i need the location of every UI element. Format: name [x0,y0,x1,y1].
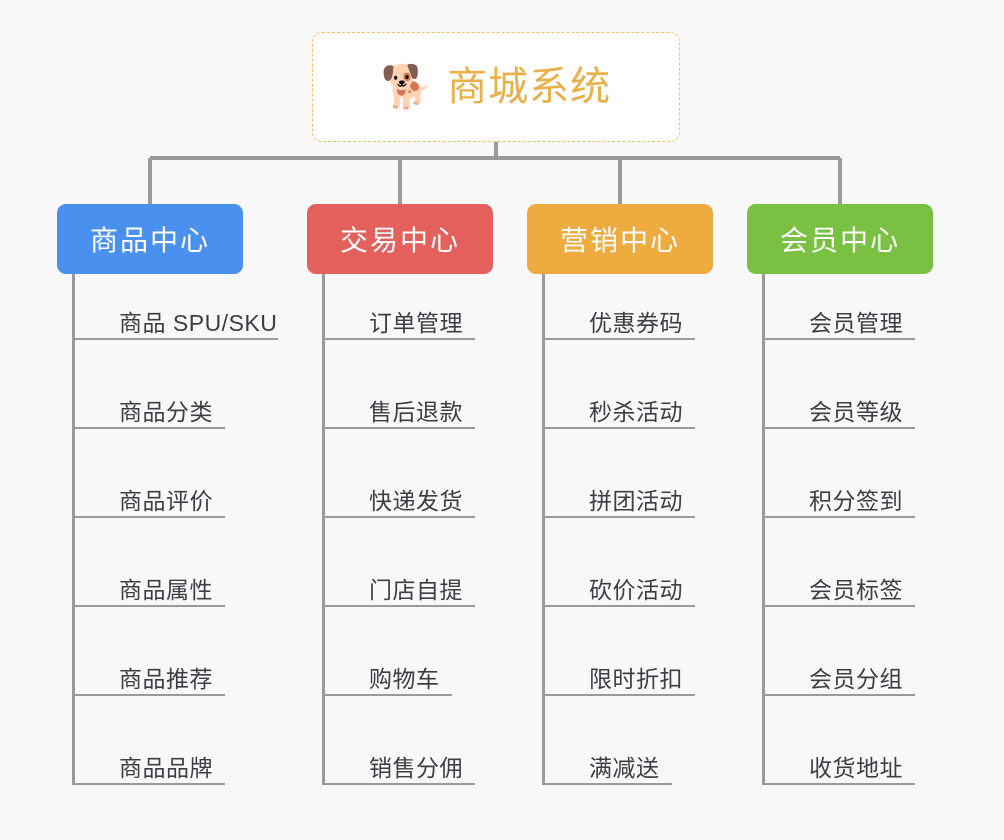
leaf-item-label: 拼团活动 [589,487,683,514]
leaf-item[interactable]: 优惠券码 [542,304,695,340]
leaf-item-label: 满减送 [589,754,660,781]
leaf-item[interactable]: 商品品牌 [72,749,225,785]
leaf-item-label: 售后退款 [369,398,463,425]
branch-header-member-center[interactable]: 会员中心 [747,204,933,274]
root-title: 商城系统 [447,65,612,109]
leaf-item-label: 商品推荐 [119,665,213,692]
leaf-item-label: 会员分组 [809,665,903,692]
leaf-item-label: 门店自提 [369,576,463,603]
leaf-item[interactable]: 订单管理 [322,304,475,340]
leaf-item-label: 快递发货 [369,487,463,514]
leaf-item-label: 秒杀活动 [589,398,683,425]
root-node[interactable]: 🐕 商城系统 [312,32,680,142]
leaf-item-label: 商品品牌 [119,754,213,781]
leaf-item[interactable]: 商品 SPU/SKU [72,304,278,340]
leaf-item[interactable]: 收货地址 [762,749,915,785]
leaf-item-label: 商品 SPU/SKU [119,309,278,336]
leaf-item[interactable]: 商品推荐 [72,660,225,696]
leaf-item[interactable]: 商品分类 [72,393,225,429]
leaf-item-label: 积分签到 [809,487,903,514]
leaf-item[interactable]: 销售分佣 [322,749,475,785]
leaf-item[interactable]: 购物车 [322,660,452,696]
leaf-item-label: 商品分类 [119,398,213,425]
leaf-item-label: 优惠券码 [589,309,683,336]
branch-product-center: 商品中心商品 SPU/SKU 商品分类商品评价商品属性商品推荐商品品牌 [57,204,278,785]
leaf-item[interactable]: 砍价活动 [542,571,695,607]
leaf-item[interactable]: 门店自提 [322,571,475,607]
leaf-item[interactable]: 积分签到 [762,482,915,518]
branch-header-label: 营销中心 [559,225,680,256]
shiba-dog-face-icon: 🐕 [380,63,434,110]
branch-spine-marketing-center [542,274,545,785]
leaf-item-label: 收货地址 [809,754,903,781]
leaf-item[interactable]: 售后退款 [322,393,475,429]
leaf-item[interactable]: 商品评价 [72,482,225,518]
leaf-item-label: 砍价活动 [589,576,683,603]
branch-spine-trade-center [322,274,325,785]
leaf-item[interactable]: 会员标签 [762,571,915,607]
branch-spine-product-center [72,274,75,785]
branch-header-trade-center[interactable]: 交易中心 [307,204,493,274]
leaf-item-label: 限时折扣 [589,665,683,692]
branch-header-marketing-center[interactable]: 营销中心 [527,204,713,274]
leaf-item[interactable]: 秒杀活动 [542,393,695,429]
leaf-item-label: 会员标签 [809,576,903,603]
branch-header-label: 会员中心 [779,225,900,256]
leaf-item-label: 商品评价 [119,487,213,514]
leaf-item[interactable]: 拼团活动 [542,482,695,518]
leaf-item[interactable]: 满减送 [542,749,672,785]
leaf-item-label: 商品属性 [119,576,213,603]
leaf-item-label: 会员管理 [809,309,903,336]
branch-member-center: 会员中心会员管理会员等级积分签到会员标签会员分组收货地址 [747,204,933,785]
branch-marketing-center: 营销中心优惠券码秒杀活动拼团活动砍价活动限时折扣满减送 [527,204,713,785]
leaf-item-label: 会员等级 [809,398,903,425]
branch-spine-member-center [762,274,765,785]
branch-header-label: 交易中心 [339,225,460,256]
leaf-item-label: 订单管理 [369,309,463,336]
leaf-item[interactable]: 快递发货 [322,482,475,518]
branch-trade-center: 交易中心订单管理售后退款快递发货门店自提购物车销售分佣 [307,204,493,785]
leaf-item[interactable]: 会员管理 [762,304,915,340]
leaf-item[interactable]: 商品属性 [72,571,225,607]
leaf-item-label: 销售分佣 [369,754,463,781]
leaf-item[interactable]: 会员等级 [762,393,915,429]
leaf-item[interactable]: 限时折扣 [542,660,695,696]
branch-header-label: 商品中心 [89,225,210,256]
branch-header-product-center[interactable]: 商品中心 [57,204,243,274]
leaf-item-label: 购物车 [369,665,440,692]
leaf-item[interactable]: 会员分组 [762,660,915,696]
